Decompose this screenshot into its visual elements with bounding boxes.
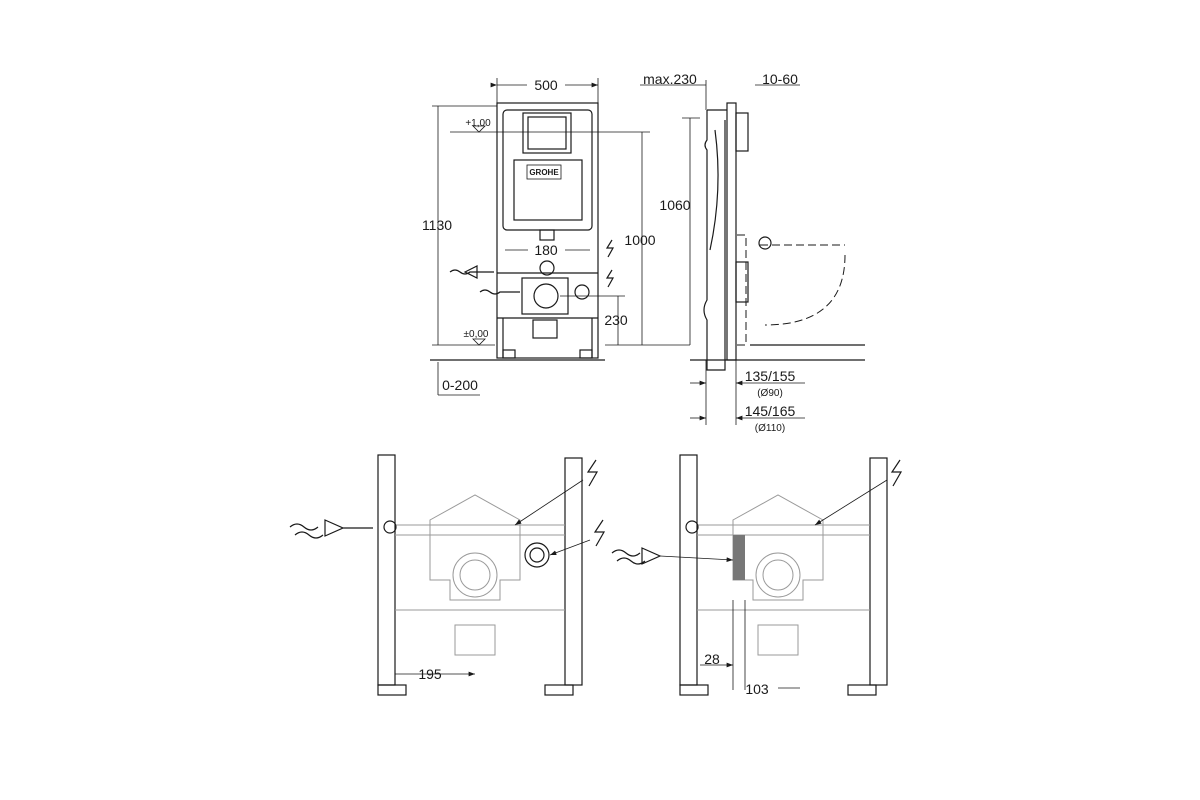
detail-right: 28 103 [611,454,903,697]
dim-height-total: 1130 [422,217,452,233]
dim-floor-adjust: 0-200 [442,377,478,393]
dim-height-supply: 1060 [659,197,690,213]
dim-height-flush: 1000 [624,232,655,248]
dim-outlet-90: 135/155 [745,368,796,384]
level-floor: ±0,00 [464,329,489,340]
dim-width: 500 [534,77,558,93]
front-view: GROHE 500 +1,00 ±0,00 1 [422,77,690,396]
level-top: +1,00 [465,118,491,129]
plate [733,535,745,580]
dim-offset-195: 195 [418,666,442,682]
dim-offset-103: 103 [745,681,769,697]
dim-outlet-height: 230 [604,312,628,328]
dim-outlet-110: 145/165 [745,403,796,419]
grohe-logo [526,164,562,180]
dim-spacing: 180 [534,242,558,258]
side-view: max.230 10-60 1060 135/155 (Ø90) 145/165… [640,71,865,434]
dim-wall-thickness: 10-60 [762,71,798,87]
grohe-logo-text: GROHE [529,168,559,177]
dim-outlet-90-dia: (Ø90) [757,388,783,399]
dim-outlet-110-dia: (Ø110) [755,423,785,434]
dim-max-depth: max.230 [643,71,697,87]
detail-left: 195 [289,454,606,696]
dim-offset-28: 28 [704,651,720,667]
